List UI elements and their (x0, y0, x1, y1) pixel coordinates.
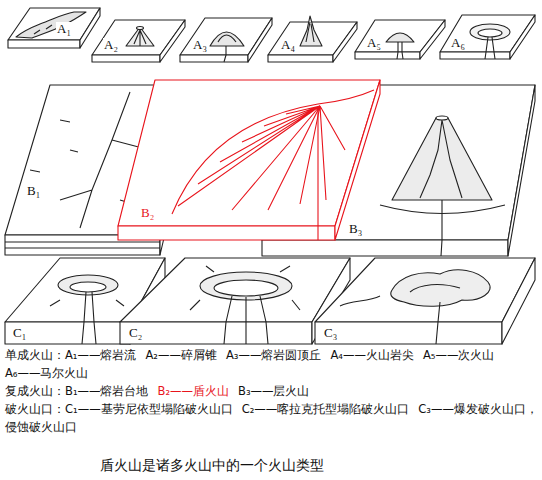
slab-a2-part (92, 20, 185, 55)
slab-a5-part (355, 20, 445, 52)
slab-b2 (118, 80, 380, 240)
slab-b2-part (178, 106, 345, 210)
slab-c3-part (340, 285, 460, 344)
slab-a4-part (306, 22, 314, 42)
slab-c3-part (502, 258, 535, 344)
key-entry: 复成火山：B₁——熔岩台地 (5, 384, 149, 398)
slab-b3-part (508, 85, 535, 256)
slab-c2-part (120, 258, 350, 322)
key-entry: C₂——喀拉克托型塌陷破火山口 (242, 402, 410, 416)
slab-b3-part (392, 118, 492, 200)
slab-a5-part (386, 33, 414, 42)
slab-b3-part (436, 116, 448, 120)
slab-c2-part (214, 280, 278, 296)
slab-a4-part (333, 22, 357, 62)
figure-letter: A₆ (450, 36, 466, 50)
slab-a3-part (210, 32, 244, 46)
figure-letter: C₁ (12, 326, 27, 340)
slab-a2 (92, 20, 185, 62)
key-entry: A₆——马尔火山 (5, 366, 88, 380)
slab-c2-part (224, 296, 268, 344)
slab-a2-part (137, 27, 144, 30)
slab-c2-part (200, 272, 292, 300)
slab-b2-part (118, 226, 335, 240)
key-text: 单成火山：A₁——熔岩流 A₂——碎屑锥 A₃——熔岩圆顶丘 A₄——火山岩尖 A₅——… (5, 346, 538, 436)
slab-a1-part (16, 12, 86, 38)
key-line: 复成火山：B₁——熔岩台地 B₂——盾火山 B₃——层火山 (5, 382, 538, 400)
slab-a6-part (440, 15, 535, 52)
key-entry: B₃——层火山 (238, 384, 310, 398)
key-entry: A₄——火山岩尖 (330, 348, 413, 362)
slab-c3-part (391, 270, 490, 306)
slab-a1-part (8, 40, 80, 48)
slab-a6 (440, 15, 535, 59)
figure-letter: B₃ (348, 222, 363, 236)
slab-a6-part (478, 29, 502, 37)
slab-a3-part (180, 55, 248, 62)
slab-c1-part (70, 282, 106, 292)
slab-a3-part (218, 35, 236, 62)
slab-b3-part (420, 120, 462, 256)
slab-a3 (180, 18, 272, 62)
slab-c2-part (190, 266, 300, 310)
slab-b1-part (5, 242, 160, 248)
figure-letter: C₃ (323, 326, 338, 340)
figure-letter: A₃ (192, 38, 208, 52)
key-line: 破火山口：C₁——基劳尼依型塌陷破火山口C₂——喀拉克托型塌陷破火山口C₃——爆… (5, 400, 538, 436)
key-entry: 破火山口：C₁——基劳尼依型塌陷破火山口 (5, 402, 233, 416)
slab-b2-part (172, 90, 374, 214)
slab-c1-part (58, 275, 118, 295)
slab-b3-part (262, 240, 508, 256)
key-entry: 单成火山：A₁——熔岩流 (5, 348, 136, 362)
slab-a1 (8, 8, 100, 48)
slab-c3-part (315, 322, 502, 344)
slab-a4-part (268, 55, 333, 62)
figure-letter: A₂ (103, 38, 119, 52)
figure-letter: A₄ (280, 38, 296, 52)
slab-a6-part (485, 37, 495, 59)
caption: 盾火山是诸多火山中的一个火山类型 (100, 456, 324, 474)
figure-letter: B₂ (140, 206, 155, 220)
figure-letter: A₅ (366, 36, 382, 50)
slab-a2-part (126, 27, 154, 46)
slab-a2-part (134, 30, 146, 46)
slab-a5-part (397, 42, 403, 59)
slab-c1-part (5, 322, 130, 344)
slab-a5-part (355, 52, 420, 59)
slab-a6-part (510, 15, 535, 59)
slab-c1-part (50, 292, 124, 344)
key-entry: B₂——盾火山 (158, 384, 230, 398)
slab-b2-part (317, 108, 318, 240)
slab-a6-part (470, 24, 510, 40)
slab-a4-part (300, 16, 322, 46)
slab-c2-part (120, 322, 312, 344)
figure-letter: A₁ (56, 22, 72, 36)
slab-a2-part (92, 55, 160, 62)
slab-b2-part (118, 80, 380, 226)
slab-b3-part (380, 205, 505, 214)
key-entry: A₂——碎屑锥 (145, 348, 216, 362)
slab-a5 (355, 20, 445, 59)
key-entry: A₃——熔岩圆顶丘 (226, 348, 321, 362)
slab-a6-part (440, 52, 510, 59)
slab-c3 (315, 258, 535, 344)
key-line: 单成火山：A₁——熔岩流 A₂——碎屑锥 A₃——熔岩圆顶丘 A₄——火山岩尖 A₅——… (5, 346, 538, 382)
slab-b2-part (335, 80, 380, 240)
figure-letter: C₂ (128, 326, 143, 340)
slab-a4 (268, 16, 357, 62)
slab-a1-part (34, 25, 52, 34)
slab-c3-part (315, 258, 535, 322)
key-entry: A₅——次火山 (423, 348, 494, 362)
figure-letter: B₁ (26, 184, 41, 198)
